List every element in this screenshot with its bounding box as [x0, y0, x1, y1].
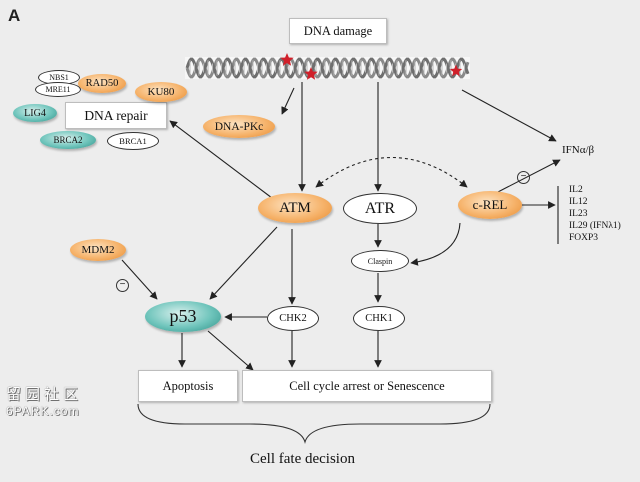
- ifn-label: IFNα/β: [562, 144, 595, 156]
- claspin-node: Claspin: [351, 250, 409, 272]
- damage-star: [449, 64, 463, 77]
- gene-target-label: IL23: [569, 209, 588, 219]
- inhibition-icon: −: [517, 171, 530, 184]
- cell-cycle-box: Cell cycle arrest or Senescence: [242, 370, 492, 402]
- mre11-node: MRE11: [35, 82, 81, 97]
- mdm2-node: MDM2: [70, 239, 126, 261]
- dna-helix: [185, 57, 470, 79]
- gene-target-label: FOXP3: [569, 233, 599, 243]
- arrow-damage-to-ifn: [461, 89, 557, 142]
- atm-node: ATM: [258, 193, 332, 223]
- chk2-node: CHK2: [267, 306, 319, 331]
- p53-node: p53: [145, 301, 221, 332]
- rad50-node: RAD50: [78, 74, 126, 93]
- arrow-p53-to-cellcycle: [207, 330, 254, 371]
- brca2-node: BRCA2: [40, 131, 96, 149]
- gene-target-label: IL12: [569, 197, 588, 207]
- watermark: 留园社区 6PARK.com: [6, 383, 98, 418]
- atr-node: ATR: [343, 193, 417, 224]
- watermark-url: 6PARK.com: [6, 404, 80, 418]
- chk1-node: CHK1: [353, 306, 405, 331]
- lig4-node: LIG4: [13, 104, 57, 122]
- cell-fate-brace: [137, 403, 491, 445]
- dna-repair-box: DNA repair: [65, 102, 167, 129]
- inhibition-icon: −: [116, 279, 129, 292]
- helix-strand: [185, 57, 470, 79]
- arrow-atm-to-p53: [209, 226, 278, 300]
- apoptosis-box: Apoptosis: [138, 370, 238, 402]
- brca1-node: BRCA1: [107, 132, 159, 150]
- damage-star: [280, 53, 294, 66]
- damage-marks: [280, 53, 463, 80]
- c-rel-node: c-REL: [458, 191, 522, 219]
- arrow-mdm2-to-p53: [121, 259, 158, 300]
- gene-target-label: IL2: [569, 185, 583, 195]
- helix-base-pairs: [189, 60, 465, 76]
- cell-fate-label: Cell fate decision: [250, 451, 355, 467]
- gene-target-label: IL29 (IFNλ1): [569, 221, 621, 231]
- dna-pkc-node: DNA-PKc: [203, 115, 275, 138]
- watermark-text: 留园社区: [6, 386, 83, 403]
- panel-label: A: [8, 6, 21, 25]
- damage-star: [304, 67, 318, 80]
- arrow-atm-to-crel-dashed: [315, 156, 468, 188]
- arrow-crel-to-claspin: [410, 222, 461, 266]
- ku80-node: KU80: [135, 82, 187, 102]
- arrow-damage-to-dnapkc: [281, 87, 295, 115]
- arrow-atm-to-dnarepair: [169, 120, 273, 199]
- dna-damage-box: DNA damage: [289, 18, 387, 44]
